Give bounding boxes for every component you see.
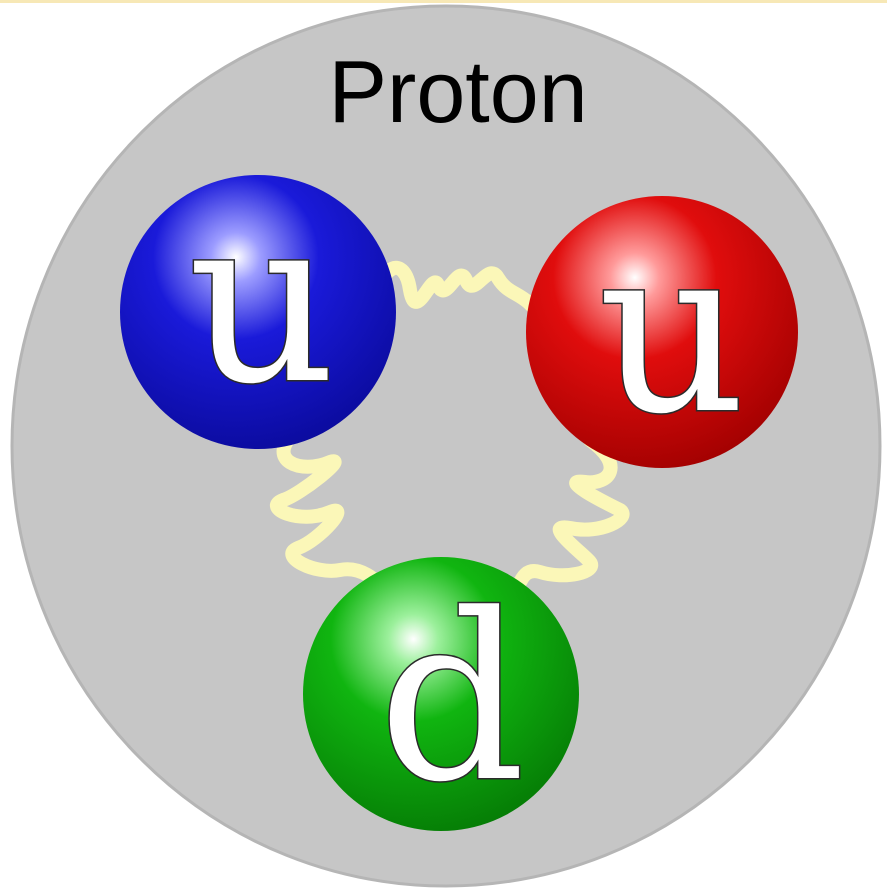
diagram-title: Proton — [328, 42, 587, 141]
quark-label-d: d — [378, 566, 525, 833]
up-quark-red: u — [526, 196, 798, 468]
top-border-line — [0, 0, 887, 3]
down-quark-green: d — [303, 557, 579, 833]
quark-label-u: u — [188, 168, 336, 435]
quark-label-u: u — [598, 198, 746, 465]
